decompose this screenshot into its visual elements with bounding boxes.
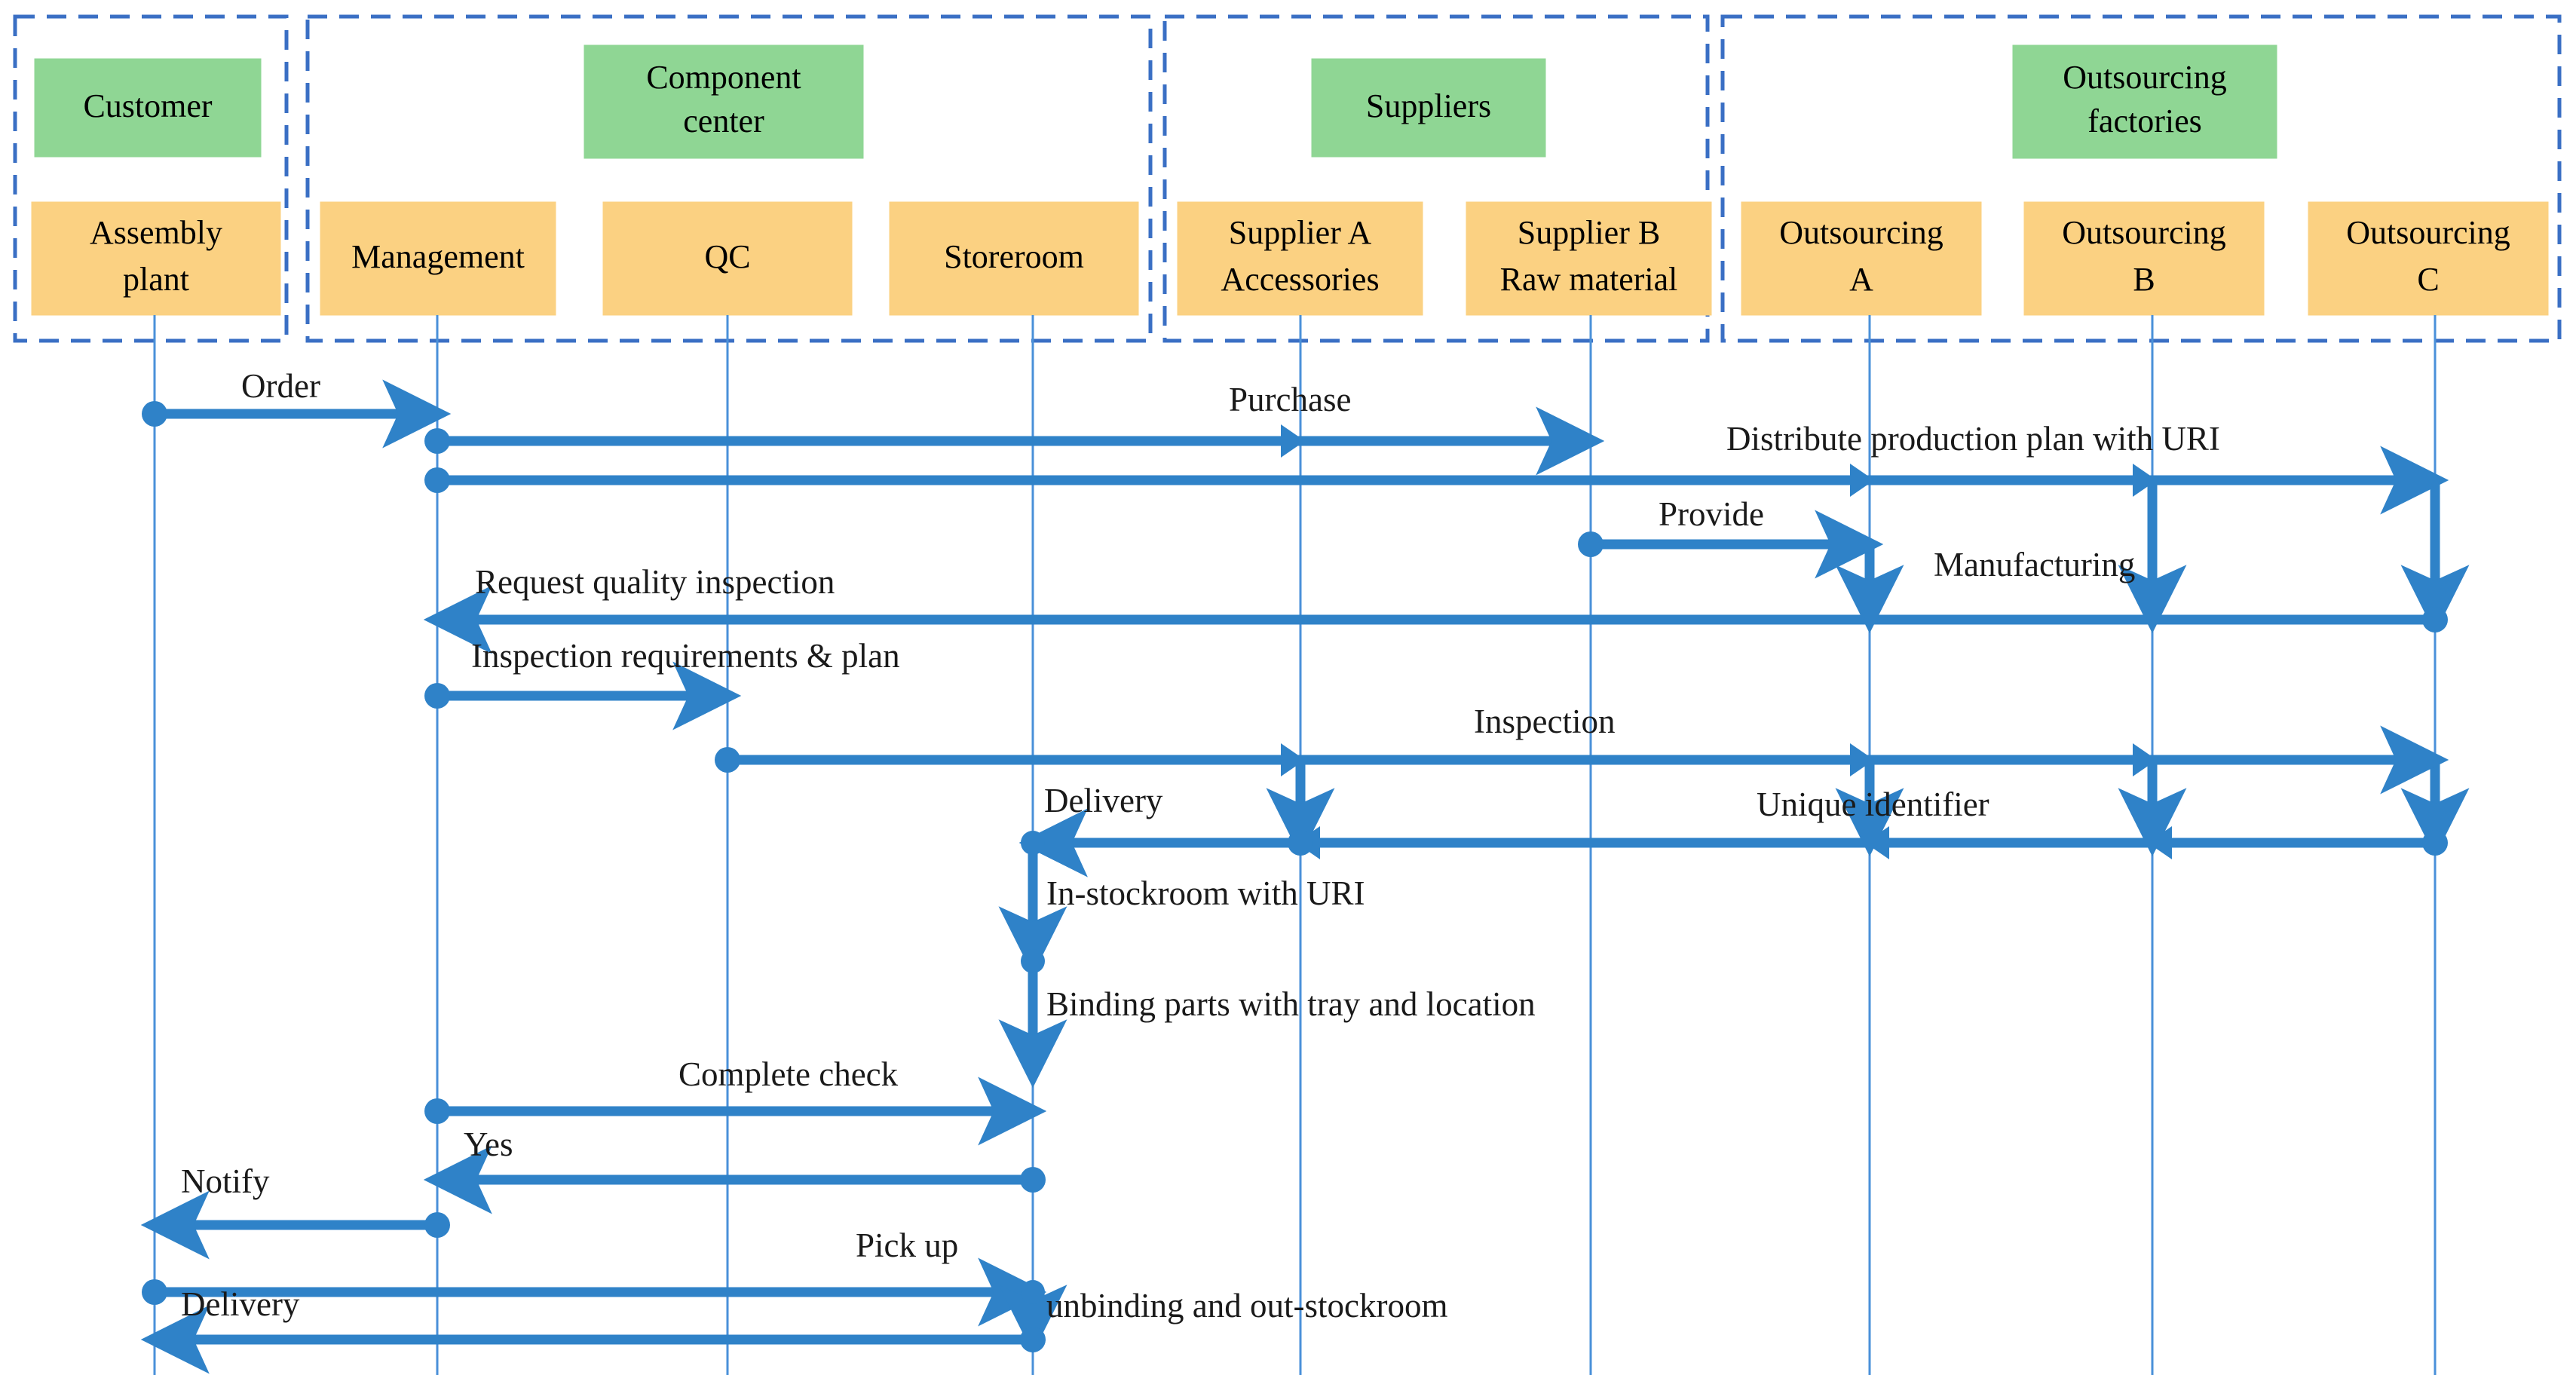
- lifeline-label-assembly: Assembly: [90, 214, 222, 251]
- group-title-box-component: [584, 44, 864, 159]
- annotation-manufacturing: Manufacturing: [1934, 546, 2135, 583]
- lifeline-header-assembly[interactable]: [31, 201, 281, 316]
- group-title-component: center: [683, 103, 764, 139]
- group-frame-customer: [13, 14, 289, 343]
- lifeline-label-supplierB: Supplier B: [1518, 214, 1660, 251]
- lifeline-label-supplierB: Raw material: [1500, 261, 1678, 298]
- lifeline-header-management[interactable]: [320, 201, 556, 316]
- lifeline-header-supplierA[interactable]: [1177, 201, 1423, 316]
- message-origin-dot: [1020, 1327, 1046, 1352]
- message-label-m14: Notify: [181, 1162, 270, 1200]
- lifeline-header-outB[interactable]: [2023, 201, 2265, 316]
- lifeline-header-outA[interactable]: [1741, 201, 1982, 316]
- message-origin-dot: [1021, 949, 1045, 973]
- message-midpoint-arrowhead: [1865, 826, 1889, 859]
- message-label-m7: Inspection: [1474, 703, 1615, 740]
- message-origin-dot: [1021, 1280, 1045, 1304]
- group-title-outsourcing: factories: [2087, 103, 2201, 139]
- message-midpoint-arrowhead: [2133, 464, 2157, 497]
- group-header-boxes: Customer Component center Suppliers Outsourc…: [34, 44, 2277, 159]
- message-label-m2: Purchase: [1229, 381, 1351, 418]
- message-label-m11: Binding parts with tray and location: [1046, 985, 1536, 1023]
- lifeline-header-qc[interactable]: [602, 201, 853, 316]
- lifeline-label-management: Management: [351, 238, 525, 275]
- message-origin-dot: [424, 1212, 450, 1238]
- message-origin-dot: [715, 747, 740, 773]
- message-label-m16: unbinding and out-stockroom: [1046, 1287, 1447, 1324]
- lifeline-label-outB: B: [2133, 261, 2155, 298]
- message-label-m17: Delivery: [181, 1285, 300, 1323]
- lifeline-label-outC: C: [2417, 261, 2439, 298]
- lifeline-label-supplierA: Supplier A: [1229, 214, 1372, 251]
- message-label-m1: Order: [241, 367, 320, 405]
- message-origin-dot: [142, 401, 167, 427]
- group-title-box-outsourcing: [2012, 44, 2277, 159]
- message-origin-dot: [424, 1098, 450, 1124]
- messages: [140, 379, 2449, 1374]
- message-origin-dot: [424, 428, 450, 454]
- message-origin-dot: [1021, 831, 1045, 855]
- annotations: Manufacturing: [1934, 546, 2135, 583]
- lifeline-header-boxes: Assembly plant Management QC Storeroom Suppli…: [31, 201, 2549, 316]
- message-midpoint-arrowhead: [2133, 743, 2157, 776]
- message-label-m9: Delivery: [1044, 782, 1163, 819]
- group-title-suppliers: Suppliers: [1366, 87, 1491, 124]
- group-title-outsourcing: Outsourcing: [2063, 59, 2227, 96]
- group-frames: [13, 14, 2562, 343]
- group-frame-outsourcing: [1720, 14, 2562, 343]
- message-origin-dot: [424, 467, 450, 493]
- lifeline-label-supplierA: Accessories: [1221, 261, 1379, 298]
- group-title-component: Component: [646, 59, 801, 96]
- message-midpoint-arrowhead: [2148, 826, 2172, 859]
- lifeline-label-outC: Outsourcing: [2346, 214, 2510, 251]
- group-title-box-suppliers: [1311, 58, 1546, 158]
- group-title-customer: Customer: [83, 87, 212, 124]
- message-label-m5: Request quality inspection: [475, 563, 835, 601]
- group-frame-suppliers: [1162, 14, 1710, 343]
- message-origin-dot: [2422, 830, 2448, 856]
- message-origin-dot: [2422, 607, 2448, 632]
- lifeline-header-outC[interactable]: [2308, 201, 2549, 316]
- message-midpoint-arrowhead: [1281, 743, 1305, 776]
- message-label-m13: Yes: [464, 1125, 513, 1163]
- lifeline-header-storeroom[interactable]: [889, 201, 1139, 316]
- message-midpoint-arrowhead: [1850, 743, 1874, 776]
- message-midpoint-arrowhead: [1850, 464, 1874, 497]
- message-label-m6: Inspection requirements & plan: [471, 637, 900, 675]
- message-origin-dot: [142, 1279, 167, 1305]
- lifeline-label-qc: QC: [704, 238, 750, 275]
- message-origin-dot: [1578, 531, 1603, 557]
- message-label-m10: In-stockroom with URI: [1046, 874, 1365, 912]
- message-label-m3: Distribute production plan with URI: [1726, 420, 2220, 458]
- group-frame-component: [305, 14, 1153, 343]
- lifeline-label-storeroom: Storeroom: [944, 238, 1084, 275]
- lifeline-label-assembly: plant: [123, 261, 189, 298]
- message-label-m4: Provide: [1659, 495, 1764, 533]
- lifeline-label-outA: A: [1849, 261, 1873, 298]
- lifeline-header-supplierB[interactable]: [1466, 201, 1712, 316]
- message-label-m8: Unique identifier: [1757, 785, 1989, 823]
- message-label-m12: Complete check: [678, 1055, 899, 1093]
- lifeline-label-outB: Outsourcing: [2062, 214, 2226, 251]
- message-origin-dot: [1288, 830, 1313, 856]
- lifeline-label-outA: Outsourcing: [1779, 214, 1943, 251]
- message-label-m15: Pick up: [856, 1226, 958, 1264]
- message-midpoint-arrowhead: [1281, 424, 1305, 458]
- message-origin-dot: [1020, 1167, 1046, 1193]
- group-title-box-customer: [34, 58, 262, 158]
- message-origin-dot: [424, 683, 450, 709]
